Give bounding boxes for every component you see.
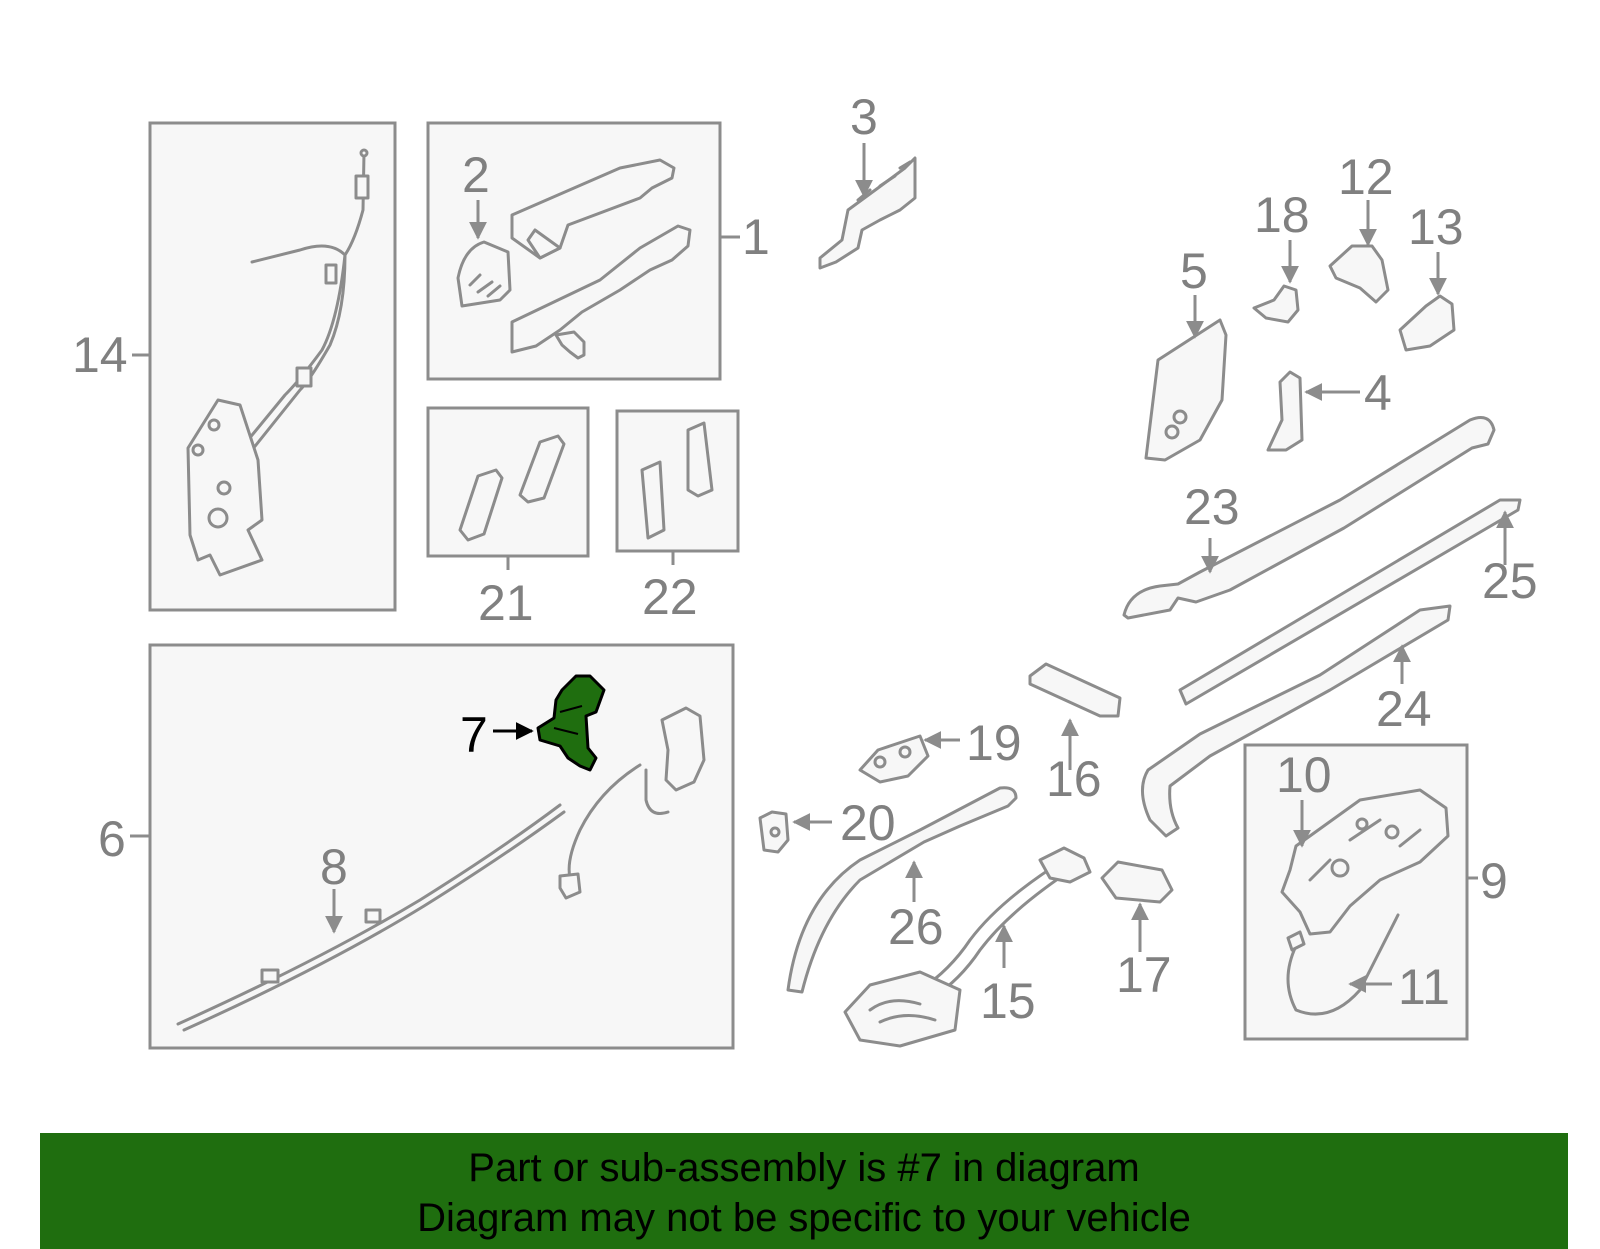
- callout-4: 4: [1364, 365, 1392, 421]
- part-19-bumper: [858, 731, 960, 784]
- callout-25: 25: [1482, 553, 1538, 609]
- callout-13: 13: [1408, 199, 1464, 255]
- part-3-bracket: [818, 143, 917, 270]
- callout-26: 26: [888, 899, 944, 955]
- door-latch-assembly: [558, 706, 706, 900]
- callout-7: 7: [460, 707, 488, 763]
- callout-8: 8: [320, 839, 348, 895]
- callout-21: 21: [478, 575, 534, 631]
- part-2-handle-cap: [456, 200, 512, 308]
- part-20-clip: [758, 810, 832, 854]
- part-21-pads: [458, 434, 566, 570]
- part-10-latch: [1280, 788, 1478, 936]
- callout-20: 20: [840, 795, 896, 851]
- part-17-clip: [1100, 860, 1174, 952]
- callout-5: 5: [1180, 243, 1208, 299]
- banner-line-disclaimer: Diagram may not be specific to your vehi…: [417, 1196, 1191, 1240]
- part-8-cable: [176, 803, 566, 1032]
- callout-14: 14: [72, 327, 128, 383]
- part-26-seal: [786, 786, 1018, 994]
- part-14-release-cable: [132, 148, 370, 577]
- box-22: [615, 409, 740, 553]
- part-18-fastener: [1252, 240, 1300, 324]
- callout-18: 18: [1254, 187, 1310, 243]
- callout-11: 11: [1398, 959, 1450, 1015]
- part-7-highlighted: [493, 674, 606, 772]
- part-4-clip: [1266, 370, 1360, 452]
- callout-2: 2: [462, 147, 490, 203]
- callout-3: 3: [850, 89, 878, 145]
- callout-22: 22: [642, 569, 698, 625]
- callout-24: 24: [1376, 681, 1432, 737]
- callout-9: 9: [1480, 853, 1508, 909]
- part-25-seal: [1178, 498, 1522, 706]
- info-banner: Part or sub-assembly is #7 in diagram Di…: [40, 1133, 1568, 1249]
- part-22-pads: [640, 421, 714, 565]
- box-21: [426, 406, 590, 558]
- part-16-pad: [1028, 662, 1122, 770]
- callout-19: 19: [966, 715, 1022, 771]
- callout-17: 17: [1116, 947, 1172, 1003]
- part-24-seal: [1141, 604, 1452, 838]
- part-13-clip: [1398, 252, 1456, 352]
- part-1-outside-handle: [510, 158, 740, 360]
- callout-6: 6: [98, 811, 126, 867]
- callout-10: 10: [1276, 747, 1332, 803]
- part-12-clip: [1328, 200, 1390, 304]
- callout-16: 16: [1046, 751, 1102, 807]
- banner-line-part: Part or sub-assembly is #7 in diagram: [468, 1146, 1140, 1190]
- box-6: [148, 643, 735, 1050]
- part-15-cable: [843, 846, 1092, 1048]
- part-11-cable: [1286, 913, 1400, 1016]
- part-5-trim: [1144, 295, 1228, 462]
- callout-23: 23: [1184, 479, 1240, 535]
- part-23-seal: [1122, 416, 1496, 620]
- callout-15: 15: [980, 973, 1036, 1029]
- callout-1: 1: [742, 209, 770, 265]
- callout-12: 12: [1338, 149, 1394, 205]
